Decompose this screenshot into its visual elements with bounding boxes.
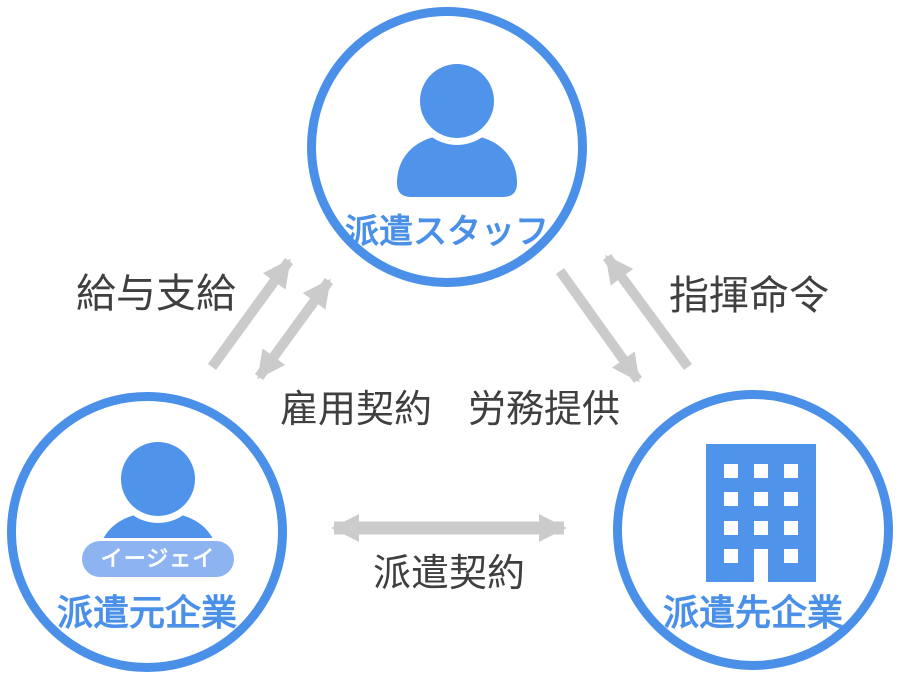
salary-label: 給与支給 [76, 272, 236, 316]
building-icon [706, 444, 816, 582]
staff-label: 派遣スタッフ [345, 213, 549, 251]
person-icon [397, 64, 517, 197]
agency-node: イージェイ 派遣元企業 [7, 392, 287, 672]
staff-node: 派遣スタッフ [307, 7, 587, 287]
employment-arrow [254, 278, 334, 380]
client-node: 派遣先企業 [613, 390, 893, 670]
client-label: 派遣先企業 [662, 592, 843, 633]
employment-label: 雇用契約 [280, 389, 433, 431]
agency-label: 派遣元企業 [56, 592, 237, 633]
salary-arrow [207, 258, 294, 370]
labor-arrow [555, 268, 643, 383]
command-arrow [602, 254, 693, 370]
dispatch-label: 派遣契約 [373, 553, 526, 595]
command-label: 指揮命令 [669, 274, 829, 318]
agency-badge: イージェイ [79, 538, 237, 580]
labor-label: 労務提供 [468, 389, 621, 431]
